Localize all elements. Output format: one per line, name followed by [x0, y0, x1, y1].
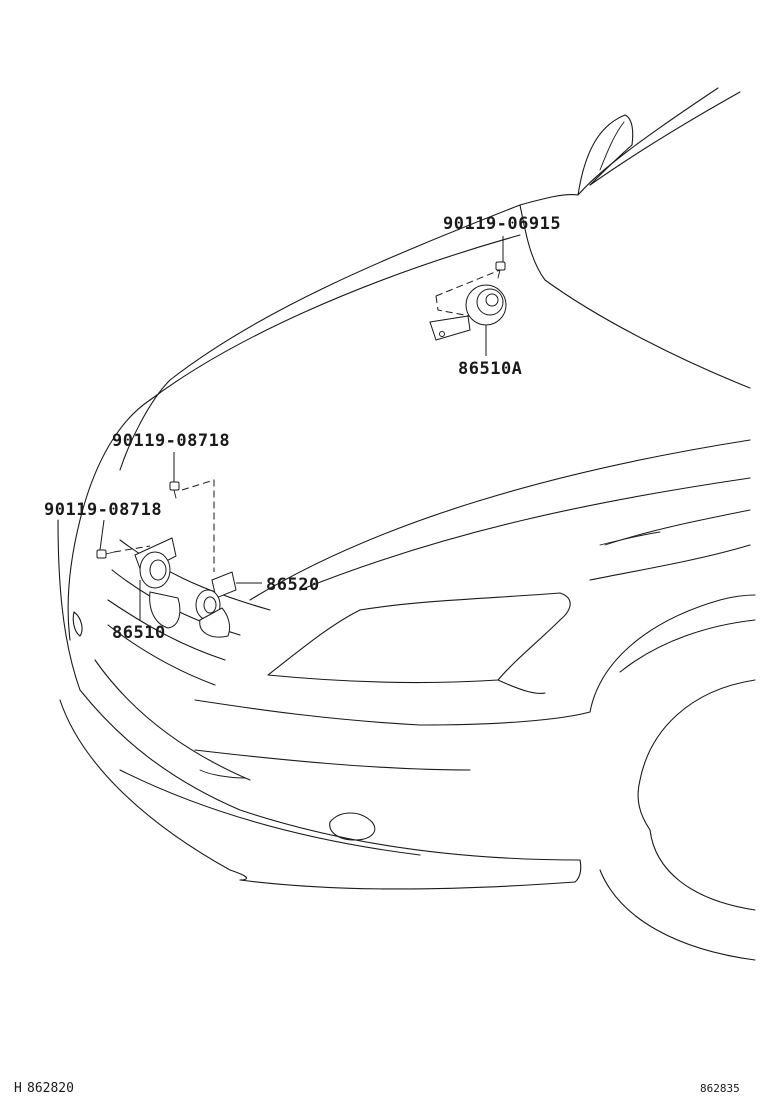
label-bolt-90119-06915: 90119-06915: [443, 214, 561, 234]
footer-prefix: H: [14, 1081, 22, 1096]
horn-86510a-assembly: [429, 236, 507, 356]
label-bolt-90119-08718-lower: 90119-08718: [44, 500, 162, 520]
bolt-90119-06915-icon: [495, 261, 506, 279]
bolt-90119-08718-upper-icon: [169, 481, 180, 499]
label-horn-86520: 86520: [266, 575, 320, 595]
label-horn-86510: 86510: [112, 623, 166, 643]
footer-right-code: 862835: [700, 1082, 740, 1095]
vehicle-body-outline: [57, 87, 756, 961]
footer-left-code: 862820: [27, 1081, 74, 1096]
horn-86510a-bracket: [429, 315, 471, 341]
label-horn-86510a: 86510A: [458, 359, 522, 379]
label-bolt-90119-08718-upper: 90119-08718: [112, 431, 230, 451]
bolt-90119-08718-lower-icon: [96, 549, 115, 559]
horn-lower-assembly: [96, 452, 262, 638]
